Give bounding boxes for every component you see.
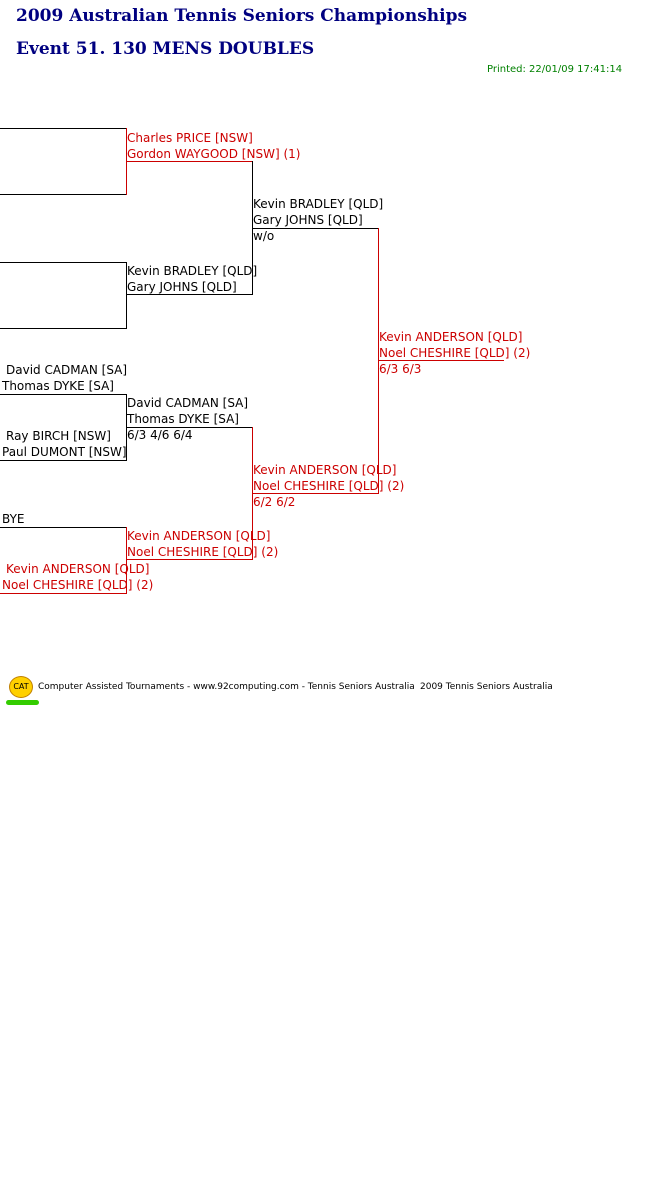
r2-match-4-player-2: Noel CHESHIRE [QLD] (2): [127, 545, 279, 559]
semi-2-player-2: Noel CHESHIRE [QLD] (2): [253, 479, 405, 493]
cat-logo-icon: CAT: [9, 676, 33, 698]
cat-logo-underline: [6, 700, 39, 705]
event-title: Event 51. 130 MENS DOUBLES: [16, 39, 315, 59]
page-title: 2009 Australian Tennis Seniors Champions…: [16, 6, 468, 26]
r2-match-3-score: 6/3 4/6 6/4: [127, 428, 193, 442]
r2-match-1-player-1: Charles PRICE [NSW]: [127, 131, 253, 145]
semi-2-player-1: Kevin ANDERSON [QLD]: [253, 463, 397, 477]
r2-match-3-player-2: Thomas DYKE [SA]: [127, 412, 239, 426]
r1-entry-7-bye: BYE: [2, 512, 25, 526]
r2-match-4-player-1: Kevin ANDERSON [QLD]: [127, 529, 271, 543]
r1-entry-6-player-1: Ray BIRCH [NSW]: [6, 429, 111, 443]
footer-right: 2009 Tennis Seniors Australia: [420, 682, 553, 692]
r1-entry-6-player-2: Paul DUMONT [NSW]: [2, 445, 127, 459]
final-score: 6/3 6/3: [379, 362, 422, 376]
r2-match-1-player-2: Gordon WAYGOOD [NSW] (1): [127, 147, 301, 161]
semi-1-player-2: Gary JOHNS [QLD]: [253, 213, 363, 227]
r2-match-2-player-1: Kevin BRADLEY [QLD]: [127, 264, 258, 278]
semi-1-score: w/o: [253, 229, 275, 243]
r2-match-3-player-1: David CADMAN [SA]: [127, 396, 249, 410]
r1-entry-5-player-2: Thomas DYKE [SA]: [2, 379, 114, 393]
r1-entry-8-player-1: Kevin ANDERSON [QLD]: [6, 562, 150, 576]
semi-1-player-1: Kevin BRADLEY [QLD]: [253, 197, 384, 211]
printed-timestamp: Printed: 22/01/09 17:41:14: [487, 64, 623, 75]
champion-player-1: Kevin ANDERSON [QLD]: [379, 330, 523, 344]
r2-match-2-player-2: Gary JOHNS [QLD]: [127, 280, 237, 294]
r1-entry-5-player-1: David CADMAN [SA]: [6, 363, 128, 377]
semi-2-score: 6/2 6/2: [253, 495, 296, 509]
r1-entry-8-player-2: Noel CHESHIRE [QLD] (2): [2, 578, 154, 592]
champion-player-2: Noel CHESHIRE [QLD] (2): [379, 346, 531, 360]
footer-credit: Computer Assisted Tournaments - www.92co…: [38, 682, 415, 692]
